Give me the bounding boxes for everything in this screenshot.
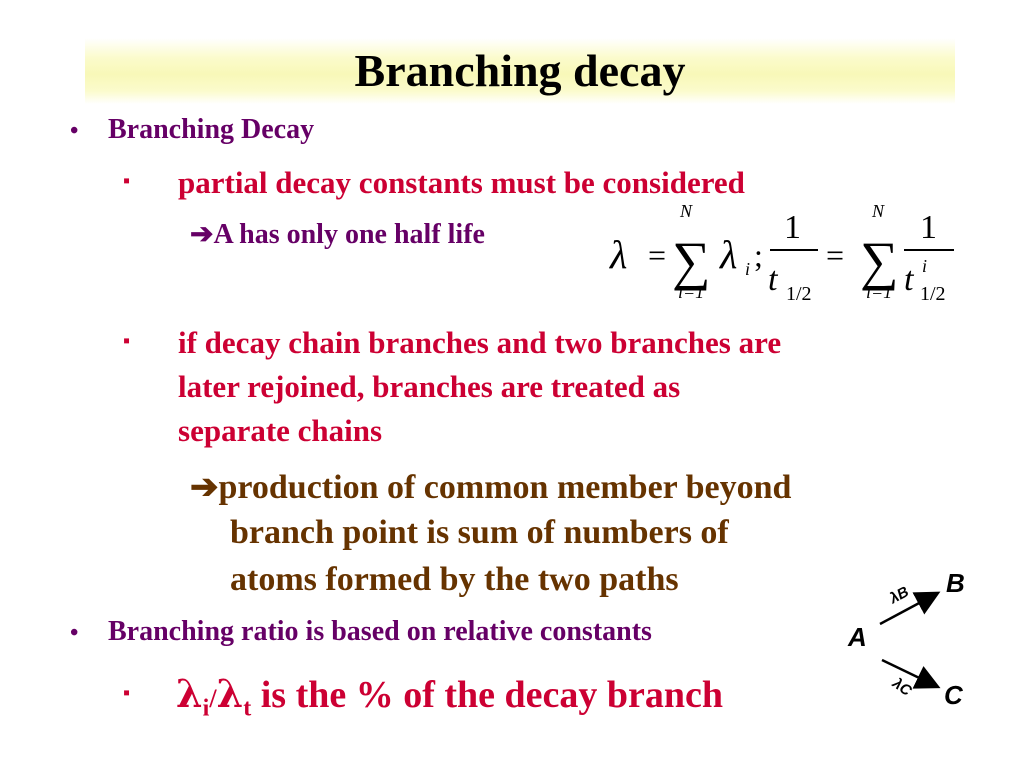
formula-sum-upper-2: N <box>871 201 885 221</box>
arrow-one-half-life: ➔A has only one half life <box>190 217 485 251</box>
half-life-formula: λ = N ∑ i=1 λ i ; 1 t 1/2 = N ∑ i=1 1 t … <box>609 201 954 305</box>
formula-equals-1: = <box>648 237 666 273</box>
formula-sigma-2: ∑ <box>860 231 899 291</box>
label-lambda-c: λC <box>888 674 915 700</box>
arrow-common-member-line3: atoms formed by the two paths <box>230 561 679 598</box>
slide-title: Branching decay <box>354 45 686 96</box>
ratio-lambda-t: λ <box>216 671 244 716</box>
formula-lambda-i: λ <box>719 232 737 277</box>
sub-decay-chain-line2: later rejoined, branches are treated as <box>178 369 681 404</box>
arrow-common-member-line1: ➔production of common member beyond <box>190 467 791 507</box>
ratio-rest-text: is the % of the decay branch <box>251 674 724 716</box>
formula-sigma-1: ∑ <box>672 231 711 291</box>
sub-branching-ratio-formula: λi/λt is the % of the decay branch <box>176 671 723 723</box>
sub-decay-chain-line3: separate chains <box>178 413 383 448</box>
node-c: C <box>944 680 964 710</box>
formula-numerator-1: 1 <box>784 209 801 246</box>
formula-sup-i: i <box>922 256 927 276</box>
title-band <box>85 38 955 104</box>
formula-sum-lower-1: i=1 <box>678 282 704 302</box>
label-lambda-b: λB <box>886 583 912 608</box>
ratio-slash: / <box>209 684 217 713</box>
branching-diagram: B A C λB λC <box>847 568 965 710</box>
ratio-lambda-i: λ <box>176 671 203 716</box>
round-bullet-icon: • <box>70 118 79 144</box>
formula-equals-2: = <box>826 237 844 273</box>
sub-decay-chain-line1: if decay chain branches and two branches… <box>178 325 782 360</box>
formula-half-1: 1/2 <box>786 283 812 305</box>
formula-sub-i: i <box>745 259 750 279</box>
formula-t-2: t <box>904 261 915 298</box>
square-bullet-icon: ▪ <box>123 330 131 352</box>
formula-sum-lower-2: i=1 <box>866 282 892 302</box>
square-bullet-icon: ▪ <box>123 682 131 704</box>
formula-sum-upper-1: N <box>679 201 693 221</box>
formula-semicolon: ; <box>754 237 763 273</box>
arrow-common-member-line2: branch point is sum of numbers of <box>230 514 729 551</box>
right-arrow-icon: ➔ <box>190 469 219 506</box>
arrow-one-half-life-text: A has only one half life <box>213 219 485 250</box>
square-bullet-icon: ▪ <box>123 170 131 192</box>
ratio-sub-i: i <box>202 695 210 722</box>
formula-half-2: 1/2 <box>920 283 946 305</box>
arrow-common-member-text: production of common member beyond <box>218 469 792 506</box>
formula-lambda: λ <box>609 232 627 277</box>
node-a: A <box>847 622 867 652</box>
bullet-branching-decay: Branching Decay <box>108 114 315 145</box>
arrow-a-to-c <box>881 658 941 689</box>
node-b: B <box>946 568 965 598</box>
right-arrow-icon: ➔ <box>190 219 214 250</box>
ratio-sub-t: t <box>243 695 252 722</box>
formula-t-1: t <box>768 261 779 298</box>
round-bullet-icon: • <box>70 620 79 646</box>
arrow-a-to-b <box>879 591 941 626</box>
formula-numerator-2: 1 <box>920 209 937 246</box>
bullet-branching-ratio: Branching ratio is based on relative con… <box>108 616 652 647</box>
sub-partial-decay: partial decay constants must be consider… <box>178 165 745 200</box>
